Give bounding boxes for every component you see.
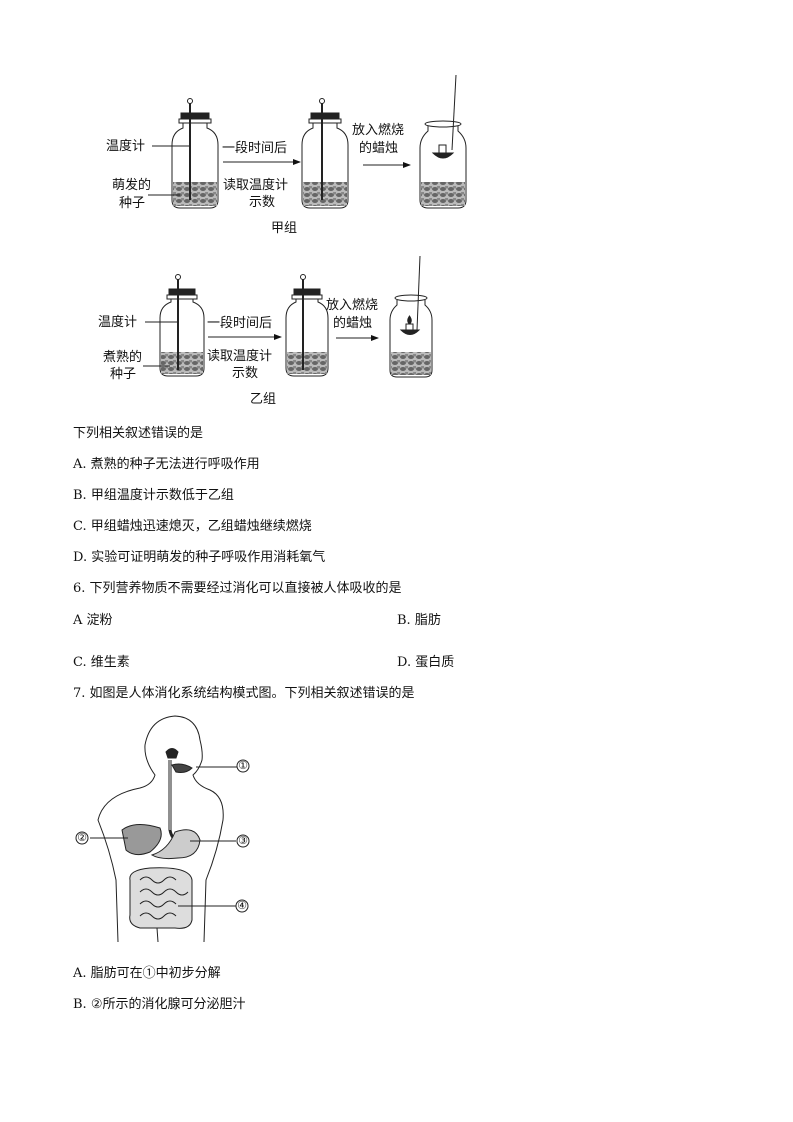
label-seeds: 萌发的 (112, 177, 151, 193)
q5-option-d: D. 实验可证明萌发的种子呼吸作用消耗氧气 (73, 550, 326, 565)
bottle-burning-candle (389, 255, 433, 378)
arrow-text: 的蜡烛 (359, 140, 398, 156)
arrow-text: 示数 (249, 195, 275, 210)
q6-option-d: D. 蛋白质 (397, 655, 455, 670)
caption-group-a: 甲组 (271, 221, 297, 236)
bottle-germinating-seeds-2 (301, 98, 349, 209)
q6-option-c: C. 维生素 (73, 655, 130, 670)
bottle-germinating-seeds-1 (171, 98, 219, 209)
label-mouth: ① (238, 759, 248, 772)
group-a-labels: 温度计 萌发的 种子 一段时间后 读取温度计 示数 放入燃烧 的蜡烛 甲组 (106, 122, 411, 236)
q6-stem: 6. 下列营养物质不需要经过消化可以直接被人体吸收的是 (73, 581, 402, 596)
q5-option-b: B. 甲组温度计示数低于乙组 (73, 488, 234, 503)
q5-option-c: C. 甲组蜡烛迅速熄灭，乙组蜡烛继续燃烧 (73, 519, 312, 534)
label-thermometer: 温度计 (106, 138, 145, 154)
arrow-text: 读取温度计 (207, 348, 272, 364)
arrow-text: 读取温度计 (223, 177, 288, 193)
arrow-text: 一段时间后 (222, 141, 287, 156)
digestive-system-figure (75, 715, 250, 943)
label-stomach: ③ (238, 834, 248, 847)
label-thermometer: 温度计 (98, 314, 137, 330)
arrow-text: 放入燃烧 (352, 122, 404, 138)
bottle-boiled-seeds-1 (159, 274, 205, 377)
arrow-text: 一段时间后 (207, 316, 272, 331)
q6-option-a: A 淀粉 (73, 613, 113, 628)
label-seeds: 煮熟的 (103, 349, 142, 365)
arrow-text: 放入燃烧 (326, 297, 378, 313)
label-small-intestine: ④ (237, 899, 247, 912)
label-seeds: 种子 (110, 367, 136, 382)
group-b-labels: 温度计 煮熟的 种子 一段时间后 读取温度计 示数 放入燃烧 的蜡烛 乙组 (98, 297, 379, 407)
label-seeds: 种子 (119, 196, 145, 211)
caption-group-b: 乙组 (250, 392, 276, 407)
arrow-text: 示数 (232, 366, 258, 381)
q7-option-b: B. ②所示的消化腺可分泌胆汁 (73, 997, 246, 1012)
q5-stem: 下列相关叙述错误的是 (73, 426, 204, 441)
q7-option-a: A. 脂肪可在①中初步分解 (73, 966, 221, 981)
q7-stem: 7. 如图是人体消化系统结构模式图。下列相关叙述错误的是 (73, 686, 415, 701)
q5-option-a: A. 煮熟的种子无法进行呼吸作用 (73, 457, 260, 472)
arrow-text: 的蜡烛 (333, 315, 372, 331)
q6-option-b: B. 脂肪 (397, 613, 441, 628)
bottle-extinguished-candle (419, 74, 467, 209)
label-liver: ② (77, 831, 87, 844)
bottle-boiled-seeds-2 (285, 274, 329, 377)
